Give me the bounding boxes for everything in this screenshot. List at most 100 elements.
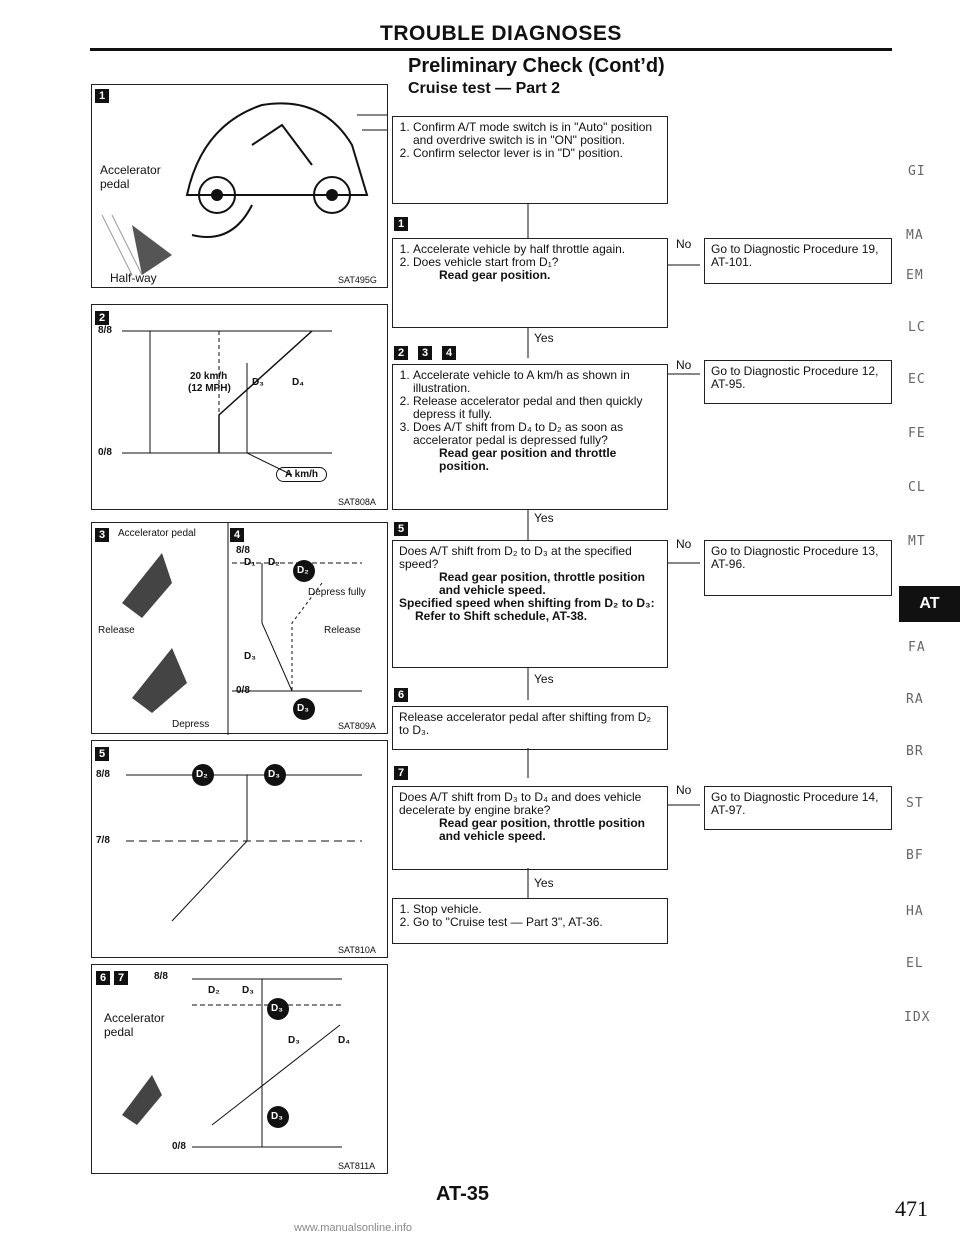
flow-step-4: Release accelerator pedal after shifting… [392,706,668,750]
diagnostic-box: Go to Diagnostic Procedure 14, AT-97. [704,786,892,830]
side-tab-fa[interactable]: FA [908,640,926,655]
side-tab-bf[interactable]: BF [906,848,924,863]
accelerator-label: Accelerator pedal [118,528,196,539]
page-footer: AT-35 [436,1183,489,1205]
figure-badge: 3 [95,528,109,542]
section-subtitle: Cruise test — Part 2 [408,80,561,97]
figure-2: 2 8/8 0/8 20 km/h (12 MPH) D₃ D₄ A km/h … [91,304,388,510]
d3-circle: D₃ [268,769,280,780]
side-tab-st[interactable]: ST [906,796,924,811]
step-badge: 6 [394,688,408,702]
diagnostic-box: Go to Diagnostic Procedure 19, AT-101. [704,238,892,284]
step-badge: 7 [394,766,408,780]
step-text: Does A/T shift from D₃ to D₄ and does ve… [399,790,642,817]
step-item: Stop vehicle. [413,903,661,916]
step-item: Confirm A/T mode switch is in "Auto" pos… [413,121,661,147]
side-tab-fe[interactable]: FE [908,426,926,441]
no-label: No [676,537,692,551]
no-label: No [676,783,692,797]
header-rule [90,48,892,51]
side-tab-ra[interactable]: RA [906,692,924,707]
d3-circle: D₃ [297,703,309,714]
release-label: Release [98,625,135,636]
yes-label: Yes [534,876,554,890]
side-tab-cl[interactable]: CL [908,480,926,495]
d2-circle: D₂ [196,769,208,780]
a-kmh-badge: A km/h [276,467,327,482]
flow-step-5: Does A/T shift from D₃ to D₄ and does ve… [392,786,668,870]
read-instruction: Read gear position, throttle position an… [439,570,646,597]
throttle-bottom: 0/8 [236,685,250,696]
figure-badge: 1 [95,89,109,103]
step-badge: 4 [442,346,456,360]
watermark: www.manualsonline.info [294,1222,413,1234]
diagnostic-box: Go to Diagnostic Procedure 12, AT-95. [704,360,892,404]
d3-circle: D₃ [271,1111,283,1122]
step-item: Go to "Cruise test — Part 3", AT-36. [413,916,661,929]
figure-code: SAT809A [338,721,376,731]
d3b-label: D₃ [288,1035,300,1046]
specified-speed: Specified speed when shifting from D₂ to… [399,596,655,610]
section-title: Preliminary Check (Cont’d) [408,55,665,77]
flow-step-6: Stop vehicle. Go to "Cruise test — Part … [392,898,668,944]
figure-badge: 7 [114,971,128,985]
flow-step-1: Accelerate vehicle by half throttle agai… [392,238,668,328]
side-tab-em[interactable]: EM [906,268,924,283]
step-item: Accelerate vehicle to A km/h as shown in… [413,369,661,395]
side-tab-ha[interactable]: HA [906,904,924,919]
figure-badge: 2 [95,311,109,325]
step-text: Does A/T shift from D₂ to D₃ at the spec… [399,544,632,571]
d3-label: D₃ [252,377,264,388]
d2-label: D₂ [208,985,220,996]
yes-label: Yes [534,331,554,345]
step-item: Release accelerator pedal and then quick… [413,395,661,421]
d1-label: D₁ [244,557,256,568]
throttle-top: 8/8 [96,769,110,780]
d4-label: D₄ [292,377,304,388]
read-instruction: Read gear position and throttle position… [439,446,617,473]
throttle-bottom: 0/8 [172,1141,186,1152]
shift-chart [126,764,362,922]
d3-label: D₃ [242,985,254,996]
side-tab-br[interactable]: BR [906,744,924,759]
side-tab-ec[interactable]: EC [908,372,926,387]
side-tab-gi[interactable]: GI [908,164,926,179]
shift-chart [122,330,332,476]
speed-mph: (12 MPH) [188,383,231,394]
step-item: Confirm selector lever is in "D" positio… [413,147,661,160]
diagnostic-box: Go to Diagnostic Procedure 13, AT-96. [704,540,892,596]
no-label: No [676,237,692,251]
depress-label: Depress [172,719,210,730]
side-tab-at[interactable]: AT [899,586,960,622]
side-tab-idx[interactable]: IDX [904,1010,931,1025]
step-badge: 2 [394,346,408,360]
read-instruction: Read gear position, throttle position an… [439,816,646,843]
d4-label: D₄ [338,1035,350,1046]
throttle-top: 8/8 [98,325,112,336]
flow-step-2: Accelerate vehicle to A km/h as shown in… [392,364,668,510]
accelerator-label: Accelerator pedal [104,1011,165,1039]
figure-code: SAT810A [338,945,376,955]
figure-code: SAT811A [338,1161,376,1171]
flow-step-3: Does A/T shift from D₂ to D₃ at the spec… [392,540,668,668]
figure-code: SAT808A [338,497,376,507]
throttle-mid: 7/8 [96,835,110,846]
figure-3-4: 3 Accelerator pedal Release Depress 4 8/… [91,522,388,735]
d2-circle: D₂ [297,565,309,576]
figure-1: 1 Accelerator pedal Half-way SAT495G [91,84,388,288]
step-item: Accelerate vehicle by half throttle agai… [413,243,661,256]
accelerator-label: Accelerator pedal [100,163,161,191]
d3-label: D₃ [244,651,256,662]
flow-step-0: Confirm A/T mode switch is in "Auto" pos… [392,116,668,204]
side-tab-el[interactable]: EL [906,956,924,971]
figure-badge: 4 [230,528,244,542]
step-item: Does vehicle start from D₁? [413,256,661,269]
side-tab-mt[interactable]: MT [908,534,926,549]
throttle-bottom: 0/8 [98,447,112,458]
side-tab-ma[interactable]: MA [906,228,924,243]
shift-reference: Refer to Shift schedule, AT-38. [415,609,588,623]
yes-label: Yes [534,672,554,686]
figure-badge: 5 [95,747,109,761]
step-item: Does A/T shift from D₄ to D₂ as soon as … [413,421,661,447]
side-tab-lc[interactable]: LC [908,320,926,335]
